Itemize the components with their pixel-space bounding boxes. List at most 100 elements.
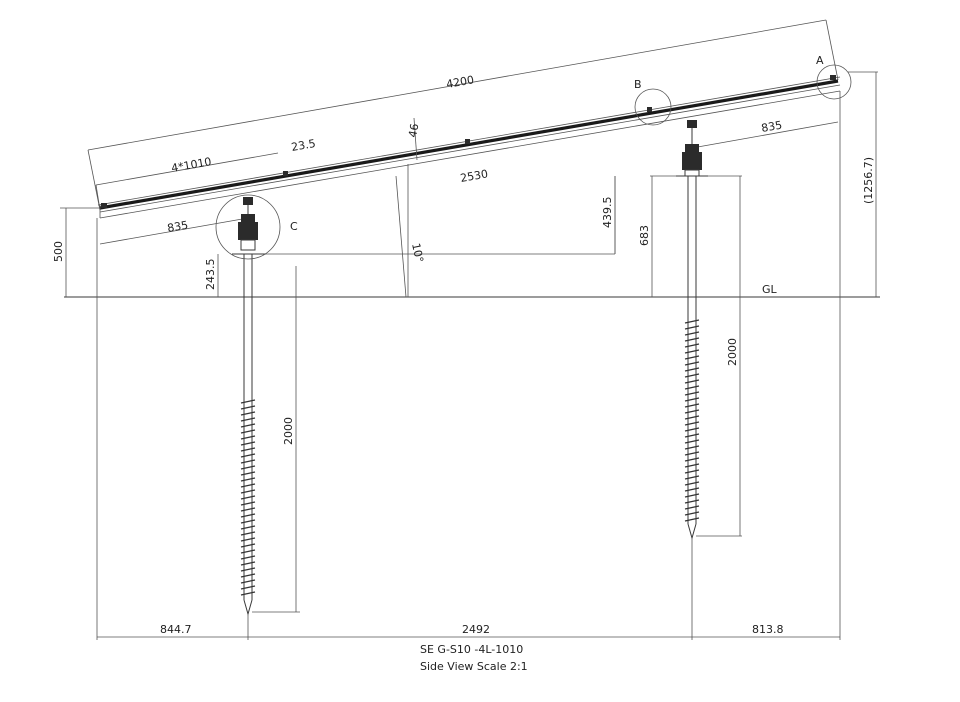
front-ground-screw xyxy=(232,197,266,616)
dim-left-offset: 844.7 xyxy=(160,623,192,636)
screw-thread xyxy=(240,459,256,464)
dim-pile-spacing: 2492 xyxy=(462,623,490,636)
screw-thread xyxy=(240,453,256,458)
dim-right-offset: 813.8 xyxy=(752,623,784,636)
screw-thread xyxy=(240,435,256,440)
screw-thread xyxy=(684,331,700,336)
screw-thread xyxy=(240,507,256,512)
screw-thread xyxy=(240,447,256,452)
dim-panel-spec: 4*1010 xyxy=(170,155,212,175)
dim-overhang-right: 835 xyxy=(760,119,783,135)
drawing-code: SE G-S10 -4L-1010 xyxy=(420,643,523,656)
detail-circle-a xyxy=(816,64,852,100)
screw-thread xyxy=(684,463,700,468)
screw-thread xyxy=(240,501,256,506)
clamp xyxy=(101,203,107,208)
screw-thread xyxy=(684,427,700,432)
screw-thread xyxy=(240,561,256,566)
screw-thread xyxy=(240,525,256,530)
screw-thread xyxy=(240,489,256,494)
screw-thread xyxy=(684,445,700,450)
clamp xyxy=(647,107,652,112)
screw-thread xyxy=(684,397,700,402)
screw-thread xyxy=(684,403,700,408)
ground-line-label: GL xyxy=(762,283,778,296)
screw-thread xyxy=(684,505,700,510)
screw-thread xyxy=(684,343,700,348)
screw-thread xyxy=(240,471,256,476)
dim-total-length: 4200 xyxy=(445,73,475,91)
screw-thread xyxy=(684,475,700,480)
screw-thread xyxy=(240,417,256,422)
screw-thread xyxy=(240,411,256,416)
screw-thread xyxy=(240,579,256,584)
screw-thread xyxy=(684,379,700,384)
screw-thread xyxy=(684,487,700,492)
detail-label-b: B xyxy=(634,78,642,91)
screw-thread xyxy=(684,451,700,456)
screw-thread xyxy=(240,483,256,488)
screw-thread xyxy=(240,513,256,518)
screw-thread xyxy=(240,429,256,434)
screw-thread xyxy=(684,433,700,438)
drawing-view-caption: Side View Scale 2:1 xyxy=(420,660,528,673)
screw-thread xyxy=(240,531,256,536)
screw-thread xyxy=(240,477,256,482)
detail-circle-c xyxy=(215,194,281,260)
screw-thread xyxy=(240,555,256,560)
dim-overhang-left: 835 xyxy=(166,219,189,235)
screw-thread xyxy=(684,337,700,342)
dim-span-upper: 2530 xyxy=(459,167,489,185)
screw-thread xyxy=(240,585,256,590)
screw-thread xyxy=(684,499,700,504)
screw-thread xyxy=(240,495,256,500)
screw-thread xyxy=(684,361,700,366)
screw-thread xyxy=(684,319,700,324)
dim-rear-pile-depth: 2000 xyxy=(726,338,739,366)
screw-thread xyxy=(240,567,256,572)
screw-thread xyxy=(240,591,256,596)
screw-thread xyxy=(684,355,700,360)
screw-thread xyxy=(240,573,256,578)
screw-thread xyxy=(240,423,256,428)
screw-thread xyxy=(684,517,700,522)
detail-circle-b xyxy=(634,88,672,126)
screw-thread xyxy=(684,469,700,474)
screw-thread xyxy=(684,385,700,390)
rear-ground-screw xyxy=(676,120,708,540)
dim-gap: 23.5 xyxy=(290,137,316,154)
screw-thread xyxy=(684,421,700,426)
dim-frame: 46 xyxy=(406,122,421,138)
screw-thread xyxy=(684,349,700,354)
clamp xyxy=(830,75,836,80)
clamp xyxy=(465,139,470,144)
dim-front-pile-height: 243.5 xyxy=(204,259,217,291)
screw-thread xyxy=(240,465,256,470)
screw-thread xyxy=(684,391,700,396)
screw-thread xyxy=(684,373,700,378)
dim-rear-pile-height: 683 xyxy=(638,225,651,246)
screw-thread xyxy=(240,549,256,554)
screw-thread xyxy=(684,325,700,330)
dim-height-diff: 439.5 xyxy=(601,197,614,229)
screw-thread xyxy=(684,481,700,486)
panel-rail xyxy=(97,75,841,219)
dim-angle: 10° xyxy=(409,242,426,264)
screw-thread xyxy=(684,367,700,372)
screw-thread xyxy=(240,519,256,524)
dim-front-pile-depth: 2000 xyxy=(282,417,295,445)
screw-thread xyxy=(684,439,700,444)
screw-thread xyxy=(684,511,700,516)
screw-thread xyxy=(684,493,700,498)
screw-thread xyxy=(240,441,256,446)
screw-thread xyxy=(240,543,256,548)
screw-thread xyxy=(240,405,256,410)
screw-thread xyxy=(684,457,700,462)
detail-label-c: C xyxy=(290,220,298,233)
screw-thread xyxy=(240,399,256,404)
screw-thread xyxy=(684,409,700,414)
clamp xyxy=(283,171,288,176)
dim-total-height: (1256.7) xyxy=(862,157,875,204)
dim-front-height: 500 xyxy=(52,241,65,262)
